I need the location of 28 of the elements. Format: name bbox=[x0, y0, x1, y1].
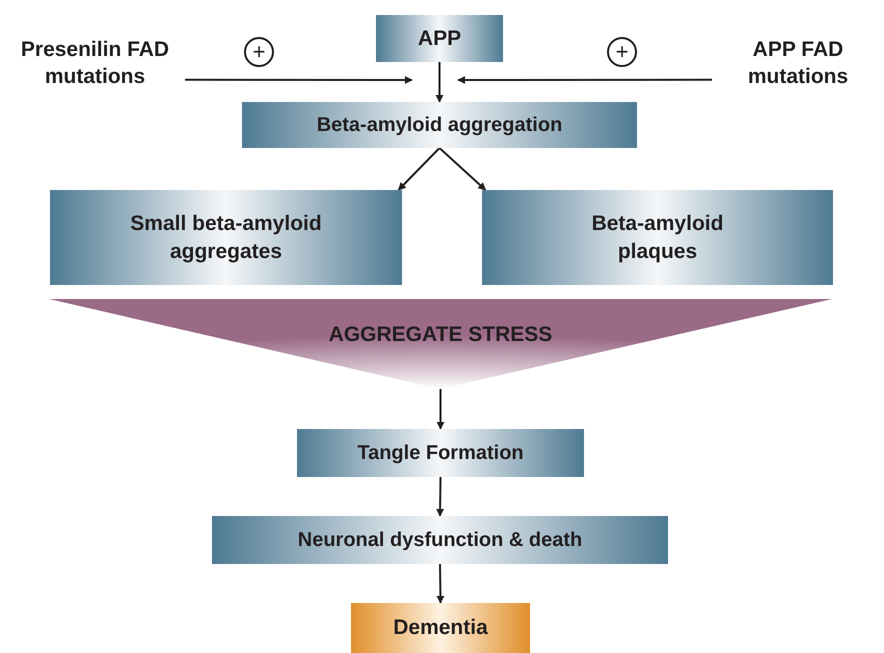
node-label: Dementia bbox=[393, 615, 488, 642]
node-label: Small beta-amyloid aggregates bbox=[129, 211, 323, 264]
process-box bbox=[50, 190, 402, 285]
node-label: APP FAD mutations bbox=[746, 36, 850, 90]
process-box bbox=[242, 102, 637, 148]
arrow bbox=[438, 147, 486, 191]
arrow bbox=[457, 76, 712, 84]
arrow bbox=[436, 564, 444, 604]
node-label: Tangle Formation bbox=[357, 441, 524, 466]
node-label: APP bbox=[418, 26, 462, 52]
process-box bbox=[297, 429, 584, 477]
node-label: Beta-amyloid aggregation bbox=[316, 113, 562, 138]
plus-sign: + bbox=[244, 37, 274, 67]
process-box bbox=[376, 15, 503, 62]
arrow bbox=[398, 147, 440, 191]
process-box bbox=[212, 516, 668, 564]
funnel-shape bbox=[49, 299, 832, 389]
arrow bbox=[185, 76, 413, 84]
arrow bbox=[436, 389, 444, 430]
arrow bbox=[436, 476, 444, 517]
node-label: Neuronal dysfunction & death bbox=[298, 528, 582, 553]
process-box bbox=[482, 190, 833, 285]
process-box bbox=[351, 603, 530, 653]
node-label: Presenilin FAD mutations bbox=[20, 36, 170, 90]
plus-sign: + bbox=[607, 37, 637, 67]
arrow bbox=[436, 62, 444, 103]
node-label: AGGREGATE STRESS bbox=[328, 322, 552, 348]
node-label: Beta-amyloid plaques bbox=[590, 211, 724, 264]
